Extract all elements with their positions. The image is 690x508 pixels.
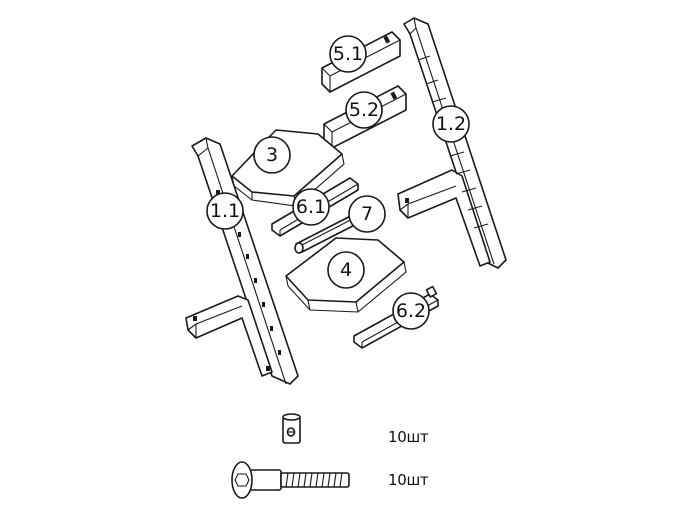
callout-label-3: 3 <box>266 144 278 166</box>
callout-5-1: 5.1 <box>329 35 367 73</box>
callout-label-6-1: 6.1 <box>296 196 326 218</box>
bolt-quantity: 10шт <box>388 471 429 489</box>
callout-label-1-2: 1.2 <box>436 113 466 135</box>
callout-label-5-1: 5.1 <box>333 43 363 65</box>
callout-6-1: 6.1 <box>292 188 330 226</box>
callout-6-2: 6.2 <box>392 292 430 330</box>
callout-label-1-1: 1.1 <box>210 200 240 222</box>
callout-label-4: 4 <box>340 259 352 281</box>
barrel-nut-quantity: 10шт <box>388 428 429 446</box>
callout-3: 3 <box>253 136 291 174</box>
hex-socket-bolt-icon <box>231 461 350 499</box>
callout-4: 4 <box>327 251 365 289</box>
callout-label-5-2: 5.2 <box>349 99 379 121</box>
callout-label-6-2: 6.2 <box>396 300 426 322</box>
bolt-thread <box>285 472 343 488</box>
callout-1-1: 1.1 <box>206 192 244 230</box>
leg-1-2 <box>397 17 507 269</box>
callout-1-2: 1.2 <box>432 105 470 143</box>
callout-5-2: 5.2 <box>345 91 383 129</box>
callout-7: 7 <box>348 195 386 233</box>
callout-label-7: 7 <box>361 203 373 225</box>
barrel-nut-icon <box>282 413 301 444</box>
